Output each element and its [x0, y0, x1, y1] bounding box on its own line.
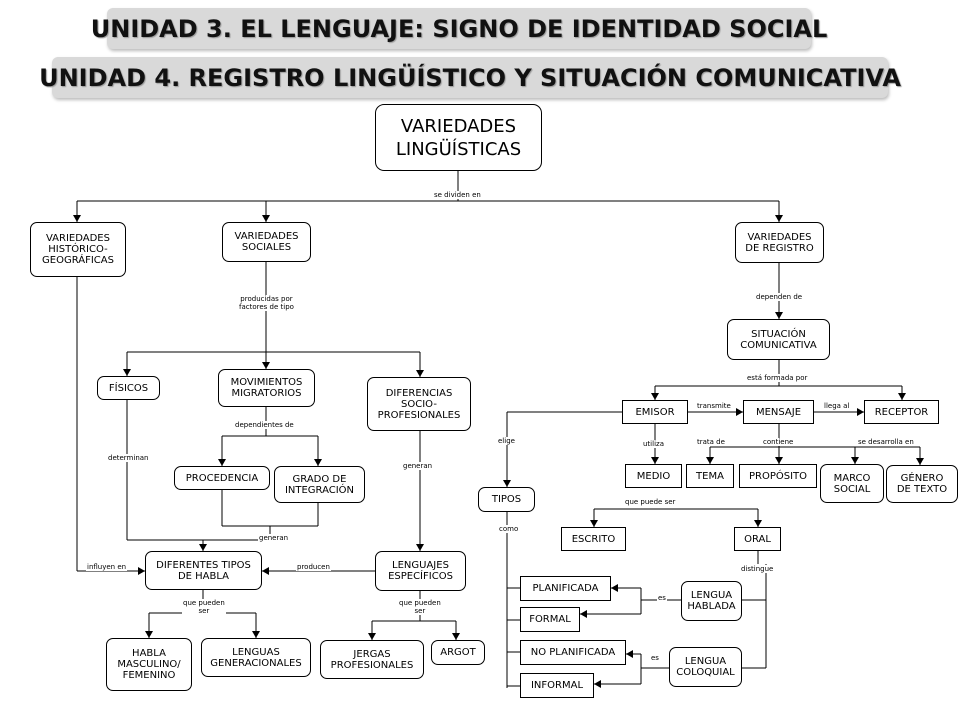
tipos-node: TIPOS — [478, 487, 535, 512]
label-es-2: es — [650, 654, 660, 662]
medio-node: MEDIO — [625, 464, 682, 488]
label-que-puede: que puede ser — [624, 498, 677, 506]
label-transmite: transmite — [696, 402, 732, 410]
habla-masculino-femenino-node: HABLA MASCULINO/ FEMENINO — [106, 638, 192, 691]
label-influyen: influyen en — [86, 563, 128, 571]
escrito-node: ESCRITO — [561, 527, 626, 551]
genero-texto-node: GÉNERO DE TEXTO — [886, 465, 958, 503]
label-producidas: producidas por factores de tipo — [238, 295, 295, 311]
label-dependientes: dependientes de — [234, 421, 295, 429]
tipos-habla-node: DIFERENTES TIPOS DE HABLA — [145, 551, 262, 590]
label-trata-de: trata de — [696, 438, 726, 446]
label-que-pueden-2: que pueden ser — [398, 599, 442, 615]
planificada-node: PLANIFICADA — [520, 576, 611, 601]
informal-node: INFORMAL — [520, 673, 594, 698]
procedencia-node: PROCEDENCIA — [174, 466, 270, 490]
marco-social-node: MARCO SOCIAL — [820, 464, 884, 503]
label-generan-2: generan — [258, 534, 290, 542]
label-utiliza: utiliza — [642, 440, 665, 448]
label-contiene: contiene — [762, 438, 795, 446]
tema-node: TEMA — [686, 464, 734, 488]
grado-integracion-node: GRADO DE INTEGRACIÓN — [274, 466, 365, 503]
label-generan-1: generan — [402, 462, 434, 470]
jergas-profesionales-node: JERGAS PROFESIONALES — [320, 640, 424, 679]
diferencias-socioprofesionales-node: DIFERENCIAS SOCIO- PROFESIONALES — [367, 377, 471, 431]
mensaje-node: MENSAJE — [743, 400, 814, 424]
label-llega-al: llega al — [823, 402, 851, 410]
formal-node: FORMAL — [520, 607, 580, 632]
label-que-pueden-1: que pueden ser — [182, 599, 226, 615]
lenguajes-especificos-node: LENGUAJES ESPECÍFICOS — [375, 551, 466, 591]
fisicos-node: FÍSICOS — [97, 376, 160, 400]
sociales-node: VARIEDADES SOCIALES — [222, 222, 311, 262]
label-esta-formada: está formada por — [746, 374, 809, 382]
label-se-dividen: se dividen en — [433, 191, 482, 199]
lengua-hablada-node: LENGUA HABLADA — [681, 581, 742, 621]
label-es-1: es — [657, 594, 667, 602]
proposito-node: PROPÓSITO — [739, 464, 817, 488]
registro-node: VARIEDADES DE REGISTRO — [735, 222, 824, 263]
situacion-comunicativa-node: SITUACIÓN COMUNICATIVA — [727, 319, 830, 360]
label-producen: producen — [296, 563, 331, 571]
label-se-desarrolla: se desarrolla en — [857, 438, 915, 446]
unit4-title: UNIDAD 4. REGISTRO LINGÜÍSTICO Y SITUACI… — [39, 57, 901, 98]
receptor-node: RECEPTOR — [864, 400, 939, 424]
variedades-linguisticas-node: VARIEDADES LINGÜÍSTICAS — [375, 104, 542, 171]
argot-node: ARGOT — [431, 640, 485, 665]
movimientos-migratorios-node: MOVIMIENTOS MIGRATORIOS — [218, 369, 315, 407]
historico-geograficas-node: VARIEDADES HISTÓRICO- GEOGRÁFICAS — [30, 222, 126, 277]
label-determinan: determinan — [107, 454, 150, 462]
lenguas-generacionales-node: LENGUAS GENERACIONALES — [201, 638, 311, 677]
oral-node: ORAL — [734, 527, 781, 551]
emisor-node: EMISOR — [622, 400, 688, 424]
unit3-title: UNIDAD 3. EL LENGUAJE: SIGNO DE IDENTIDA… — [91, 8, 827, 49]
label-distingue: distingue — [740, 565, 775, 573]
lengua-coloquial-node: LENGUA COLOQUIAL — [669, 647, 742, 687]
label-dependen: dependen de — [755, 293, 804, 301]
no-planificada-node: NO PLANIFICADA — [520, 640, 626, 665]
label-como: como — [498, 525, 520, 533]
label-elige: elige — [497, 437, 516, 445]
